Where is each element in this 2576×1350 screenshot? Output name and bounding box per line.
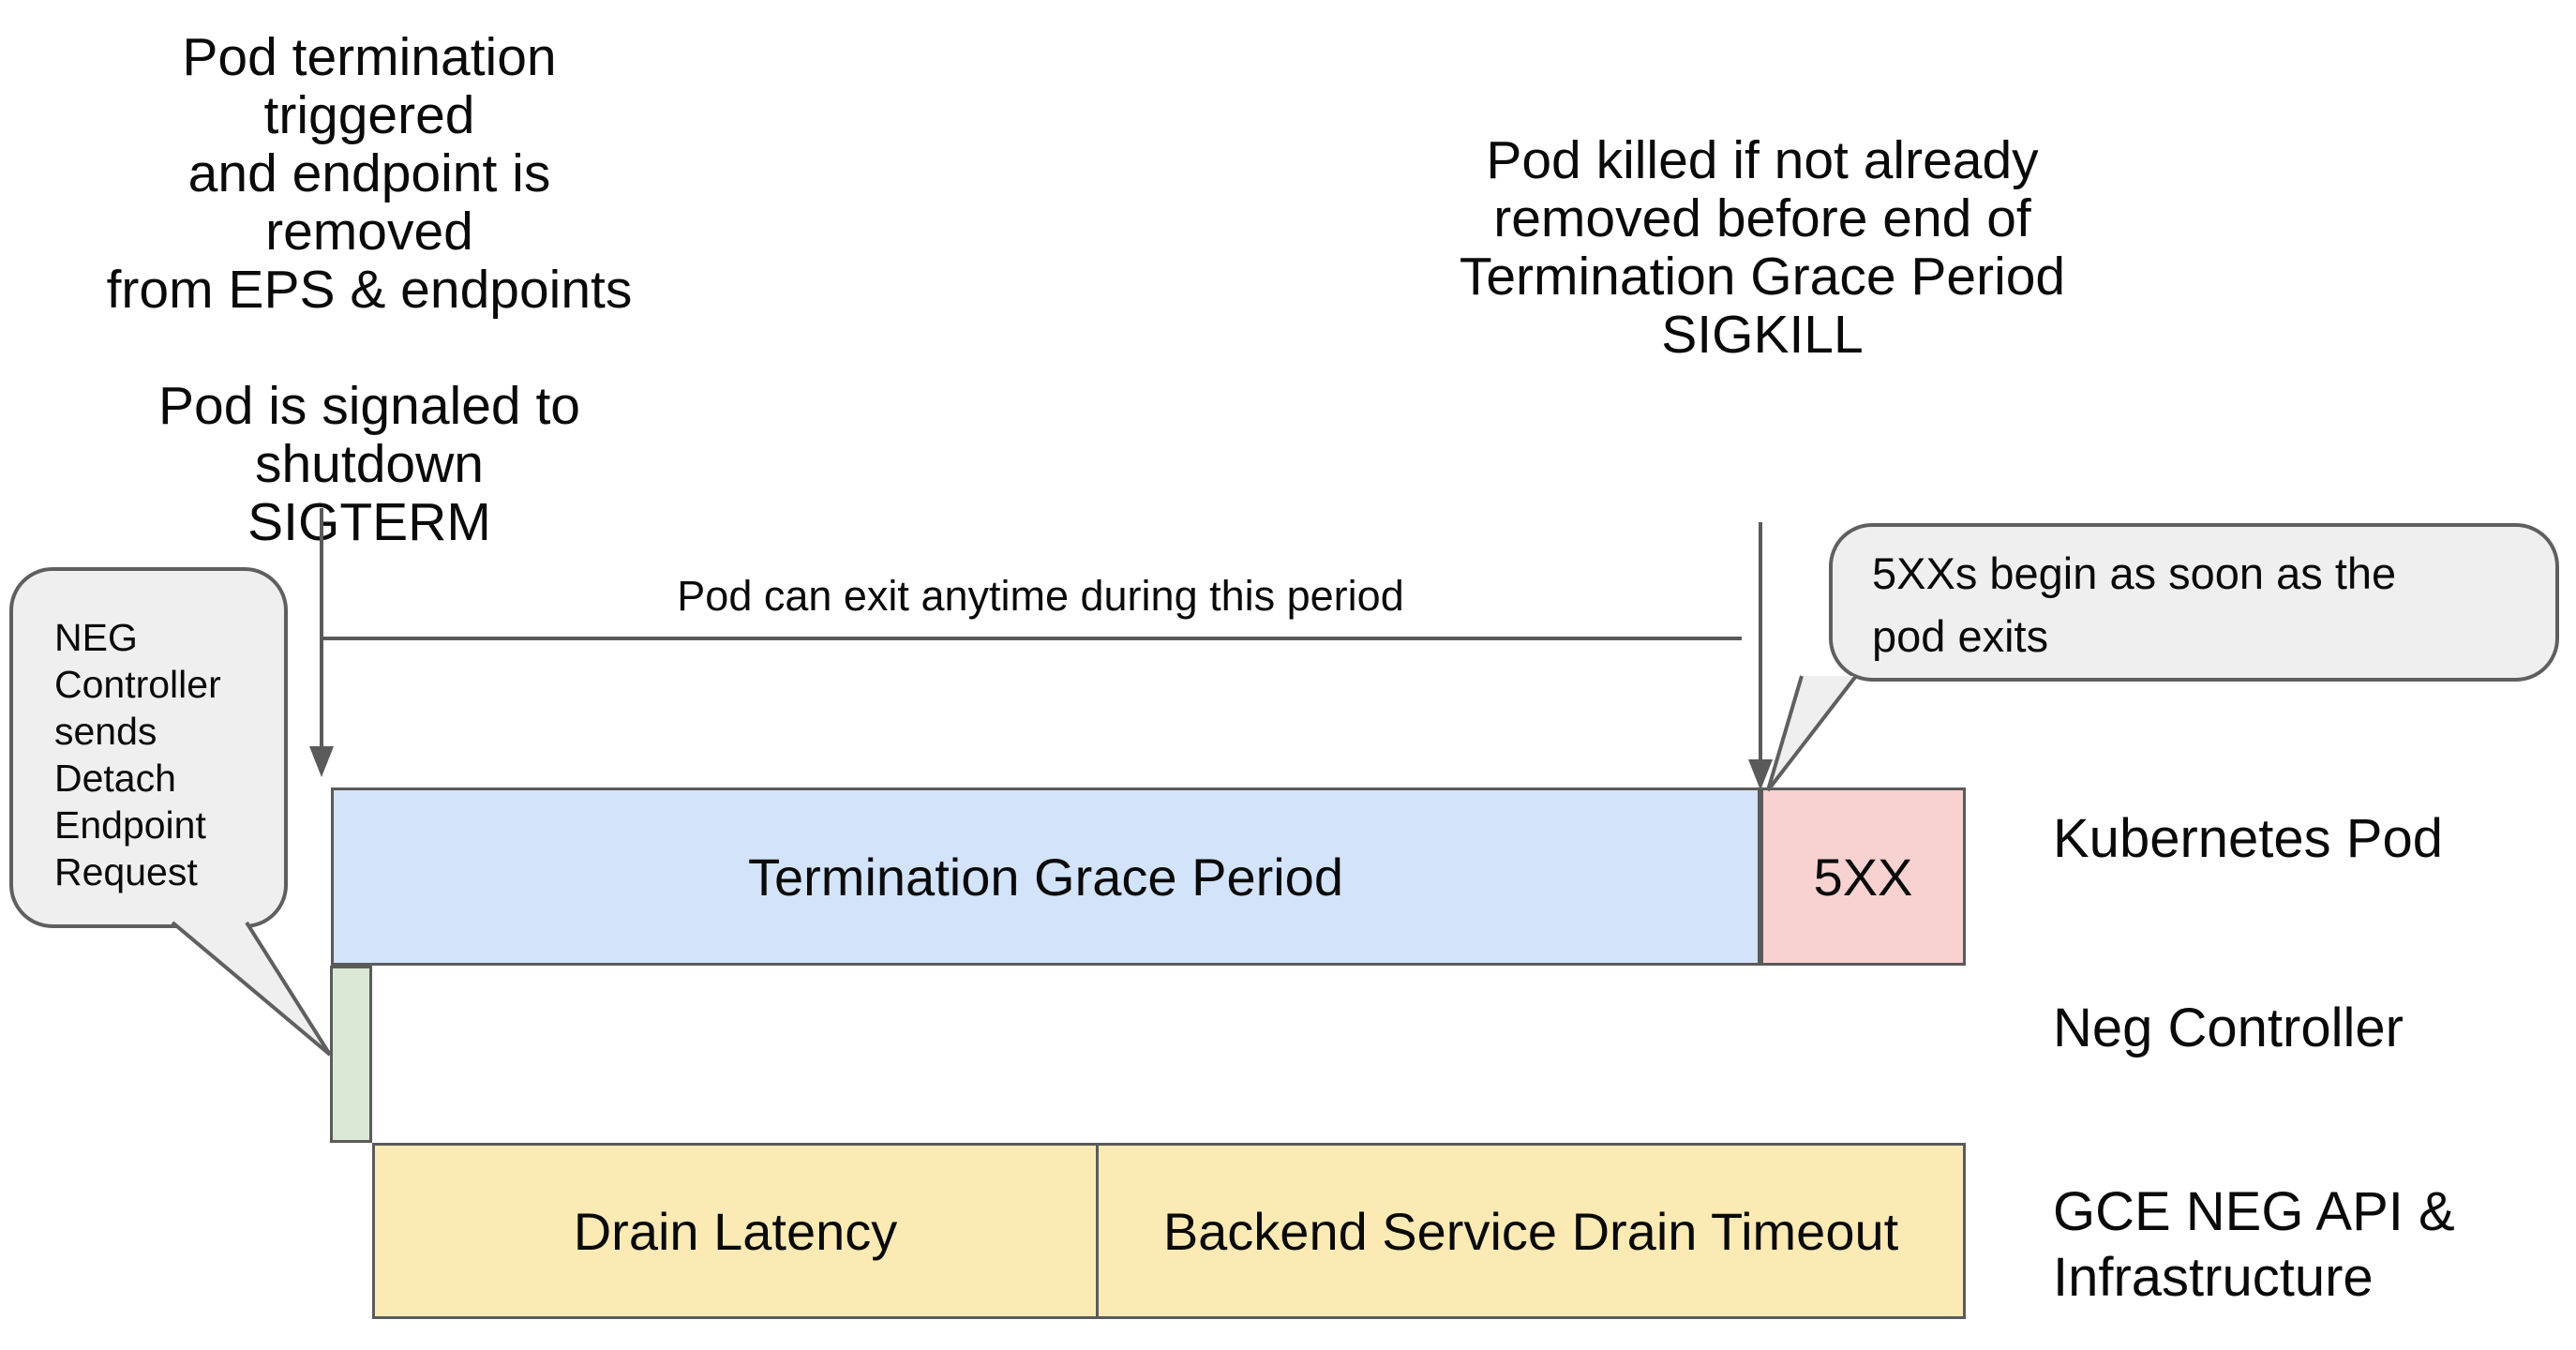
- drain-latency-label: Drain Latency: [573, 1201, 898, 1261]
- row-label-kubernetes-pod: Kubernetes Pod: [2053, 808, 2443, 869]
- row-label-neg-controller: Neg Controller: [2053, 998, 2404, 1058]
- row-label-gce-neg-api: GCE NEG API & Infrastructure: [2053, 1181, 2455, 1308]
- 5xx-error-bar: 5XX: [1760, 788, 1966, 966]
- neg-controller-callout-bubble: NEG Controller sends Detach Endpoint Req…: [9, 567, 288, 928]
- drain-latency-cell: Drain Latency: [375, 1146, 1099, 1316]
- gce-drain-bar: Drain Latency Backend Service Drain Time…: [372, 1143, 1966, 1319]
- sigkill-arrow: [1748, 522, 1773, 790]
- backend-service-drain-timeout-cell: Backend Service Drain Timeout: [1099, 1146, 1963, 1316]
- left-callout-tail: [171, 921, 332, 1057]
- 5xx-begin-callout-text: 5XXs begin as soon as the pod exits: [1872, 548, 2397, 661]
- annotation-pod-can-exit-period: Pod can exit anytime during this period: [677, 572, 1404, 620]
- backend-service-drain-timeout-label: Backend Service Drain Timeout: [1162, 1201, 1899, 1261]
- right-callout-tail: [1766, 674, 1858, 792]
- termination-grace-period-label: Termination Grace Period: [748, 847, 1343, 907]
- 5xx-label: 5XX: [1813, 847, 1913, 907]
- annotation-pod-termination-triggered: Pod termination triggered and endpoint i…: [106, 27, 633, 552]
- annotation-pod-killed-sigkill: Pod killed if not already removed before…: [1459, 130, 2066, 365]
- neg-controller-callout-text: NEG Controller sends Detach Endpoint Req…: [54, 616, 221, 893]
- neg-controller-detach-bar: [330, 966, 372, 1143]
- 5xx-begin-callout-bubble: 5XXs begin as soon as the pod exits: [1829, 523, 2559, 682]
- termination-grace-period-bar: Termination Grace Period: [331, 788, 1760, 966]
